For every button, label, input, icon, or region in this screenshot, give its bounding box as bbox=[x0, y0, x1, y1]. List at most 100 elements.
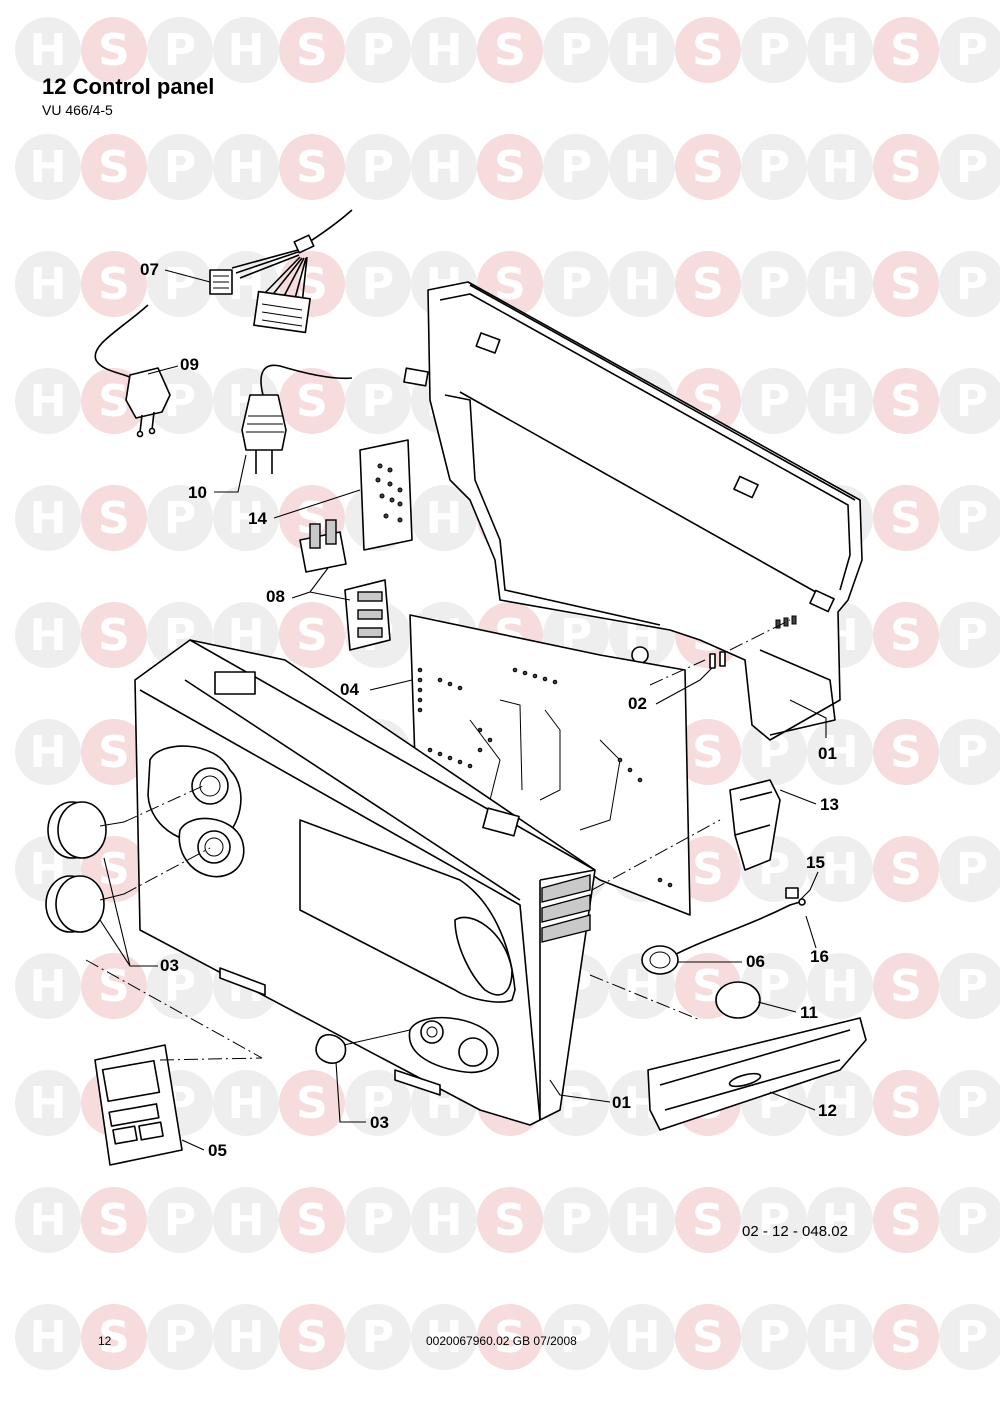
watermark-letter: P bbox=[164, 493, 196, 544]
watermark-letter: P bbox=[758, 142, 790, 193]
watermark-disc bbox=[15, 368, 81, 434]
watermark-disc bbox=[873, 251, 939, 317]
watermark-letter: H bbox=[822, 142, 859, 193]
watermark-disc bbox=[741, 17, 807, 83]
watermark-letter: S bbox=[296, 610, 328, 661]
watermark-letter: S bbox=[98, 610, 130, 661]
watermark-disc bbox=[675, 1304, 741, 1370]
watermark-letter: S bbox=[890, 1312, 922, 1363]
watermark-letter: S bbox=[98, 259, 130, 310]
watermark-disc bbox=[939, 953, 1000, 1019]
watermark-letter: H bbox=[30, 1312, 67, 1363]
watermark-disc bbox=[279, 1304, 345, 1370]
watermark-letter: S bbox=[692, 142, 724, 193]
watermark-letter: H bbox=[426, 142, 463, 193]
callout-13: 13 bbox=[820, 795, 839, 814]
watermark-disc bbox=[147, 953, 213, 1019]
watermark-disc bbox=[147, 251, 213, 317]
watermark-disc bbox=[147, 1304, 213, 1370]
watermark-disc bbox=[807, 1070, 873, 1136]
callout-14: 14 bbox=[248, 509, 267, 528]
watermark-letter: P bbox=[758, 376, 790, 427]
watermark-letter: H bbox=[30, 1195, 67, 1246]
watermark-disc bbox=[807, 251, 873, 317]
watermark-disc bbox=[213, 485, 279, 551]
watermark-letter: P bbox=[956, 142, 988, 193]
watermark-letter: S bbox=[890, 376, 922, 427]
watermark-letter: H bbox=[822, 1078, 859, 1129]
watermark-disc bbox=[543, 17, 609, 83]
watermark-letter: H bbox=[30, 259, 67, 310]
watermark-disc bbox=[543, 1187, 609, 1253]
watermark-letter: H bbox=[30, 376, 67, 427]
watermark-disc bbox=[81, 17, 147, 83]
watermark-disc bbox=[477, 1304, 543, 1370]
watermark-letter: H bbox=[228, 1312, 265, 1363]
watermark-disc bbox=[345, 1304, 411, 1370]
watermark-disc bbox=[939, 251, 1000, 317]
part-wiring-harness bbox=[209, 209, 353, 334]
watermark-letter: P bbox=[164, 1195, 196, 1246]
watermark-disc bbox=[15, 953, 81, 1019]
drawing-reference: 02 - 12 - 048.02 bbox=[742, 1223, 848, 1240]
watermark-disc bbox=[279, 368, 345, 434]
watermark-letter: S bbox=[494, 1195, 526, 1246]
assembly-lines bbox=[85, 619, 791, 1061]
watermark-disc bbox=[81, 1304, 147, 1370]
watermark-letter: S bbox=[98, 376, 130, 427]
watermark-letter: H bbox=[30, 142, 67, 193]
watermark-disc bbox=[411, 17, 477, 83]
watermark-letter: H bbox=[228, 25, 265, 76]
watermark-disc bbox=[741, 368, 807, 434]
callout-06: 06 bbox=[746, 952, 765, 971]
watermark-letter: S bbox=[890, 844, 922, 895]
watermark-disc bbox=[279, 602, 345, 668]
watermark-letter: S bbox=[890, 961, 922, 1012]
watermark-disc bbox=[939, 1304, 1000, 1370]
watermark-disc bbox=[345, 251, 411, 317]
watermark-disc bbox=[675, 719, 741, 785]
watermark-letter: H bbox=[426, 1195, 463, 1246]
model-number: VU 466/4-5 bbox=[42, 102, 113, 118]
watermark-disc bbox=[609, 1304, 675, 1370]
watermark-letter: S bbox=[494, 25, 526, 76]
watermark-disc bbox=[345, 1070, 411, 1136]
watermark-letter: P bbox=[560, 259, 592, 310]
watermark-disc bbox=[213, 1070, 279, 1136]
watermark-letter: P bbox=[956, 376, 988, 427]
watermark-disc bbox=[873, 1070, 939, 1136]
watermark-disc bbox=[477, 1187, 543, 1253]
part-knobs-03 bbox=[45, 801, 411, 1064]
watermark-disc bbox=[807, 1187, 873, 1253]
callout-10: 10 bbox=[188, 483, 207, 502]
callout-01-rear: 01 bbox=[818, 744, 837, 763]
callout-04: 04 bbox=[340, 680, 359, 699]
watermark-disc bbox=[939, 1187, 1000, 1253]
watermark-letter: S bbox=[296, 1312, 328, 1363]
watermark-disc bbox=[213, 17, 279, 83]
watermark-letter: S bbox=[692, 259, 724, 310]
watermark-letter: H bbox=[822, 376, 859, 427]
callout-08: 08 bbox=[266, 587, 285, 606]
watermark-letter: P bbox=[956, 961, 988, 1012]
watermark-disc bbox=[411, 134, 477, 200]
watermark-letter: S bbox=[890, 142, 922, 193]
watermark-disc bbox=[609, 251, 675, 317]
watermark-disc bbox=[345, 368, 411, 434]
callout-03-knobs: 03 bbox=[160, 956, 179, 975]
callout-09: 09 bbox=[180, 355, 199, 374]
part-cap-11 bbox=[715, 981, 761, 1019]
watermark-letter: H bbox=[30, 1078, 67, 1129]
watermark-letter: P bbox=[758, 25, 790, 76]
watermark-disc bbox=[873, 17, 939, 83]
watermark-disc bbox=[873, 485, 939, 551]
watermark-disc bbox=[939, 836, 1000, 902]
watermark-letter: S bbox=[890, 1195, 922, 1246]
watermark-letter: S bbox=[296, 376, 328, 427]
watermark-letter: S bbox=[494, 142, 526, 193]
watermark-disc bbox=[807, 1304, 873, 1370]
watermark-disc bbox=[345, 1187, 411, 1253]
watermark-disc bbox=[15, 251, 81, 317]
watermark-letter: S bbox=[692, 727, 724, 778]
